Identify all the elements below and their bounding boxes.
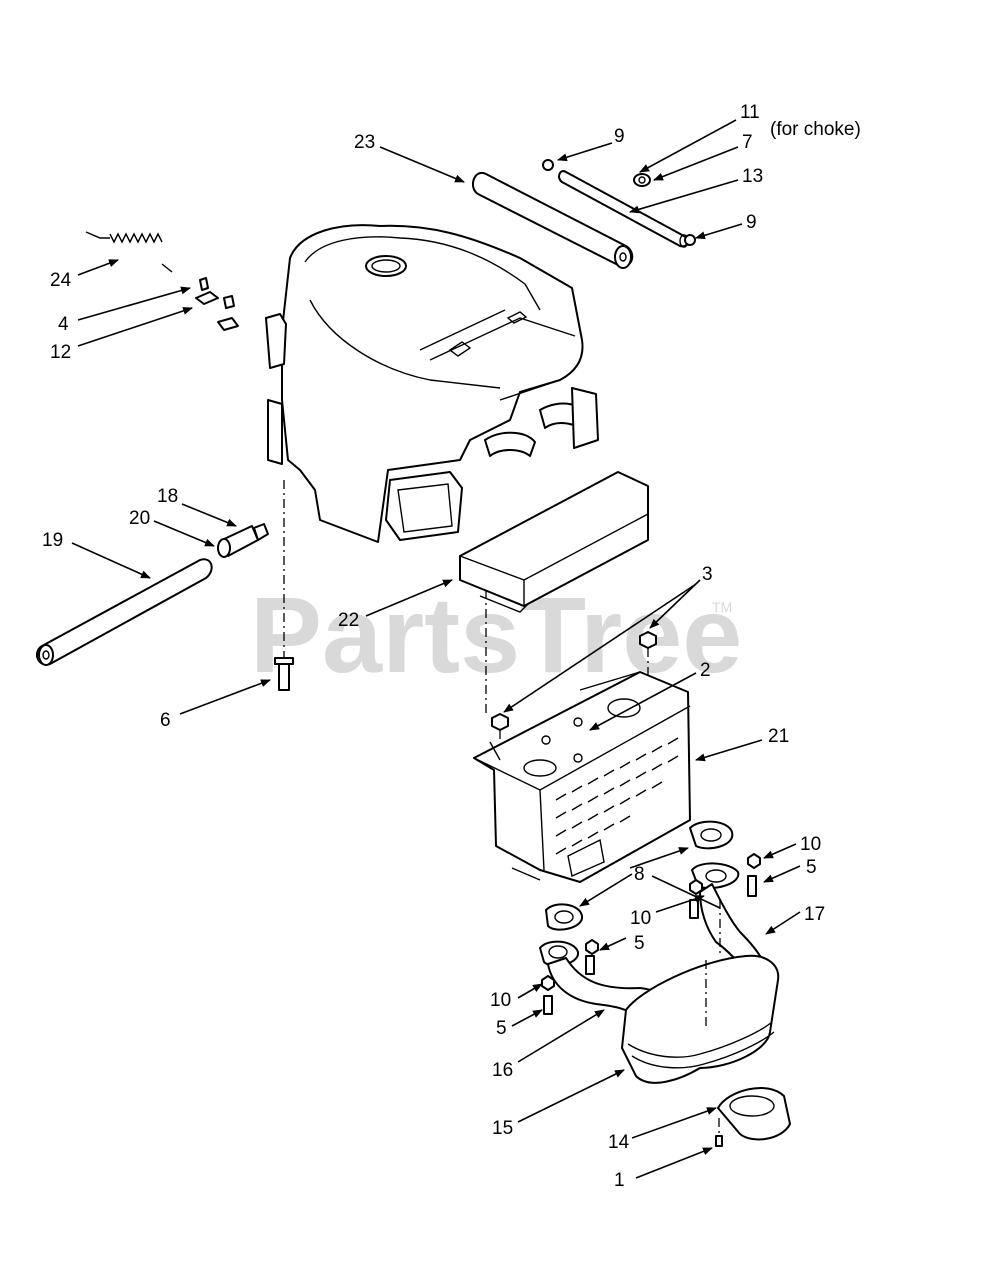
callout-22: 22 <box>338 610 359 631</box>
gaskets-8 <box>539 820 740 967</box>
callout-1: 1 <box>614 1170 625 1191</box>
leader-lines <box>71 119 801 1179</box>
callout-9-right: 9 <box>746 212 757 233</box>
callout-23: 23 <box>354 132 375 153</box>
callout-4: 4 <box>58 314 69 335</box>
callout-20: 20 <box>129 508 150 529</box>
callout-11: 11 <box>740 102 760 123</box>
callout-5-right: 5 <box>806 857 817 878</box>
callout-9-top: 9 <box>614 126 625 147</box>
callout-6: 6 <box>160 710 171 731</box>
callout-17: 17 <box>804 904 825 925</box>
callout-21: 21 <box>768 726 789 747</box>
callout-24: 24 <box>50 270 72 291</box>
watermark-trademark: TM <box>712 599 732 615</box>
bolt-6 <box>274 480 294 691</box>
callout-19: 19 <box>42 530 63 551</box>
callout-2: 2 <box>700 660 711 681</box>
callout-14: 14 <box>608 1132 630 1153</box>
callout-5-middle: 5 <box>634 933 645 954</box>
choke-note: (for choke) <box>770 119 861 140</box>
callout-10-left: 10 <box>490 990 511 1011</box>
bracket-4-12 <box>195 277 239 331</box>
spring-24 <box>85 231 173 273</box>
spark-arrestor-14 <box>715 1087 791 1147</box>
engine-drawing <box>265 224 599 543</box>
muffler-15 <box>621 900 780 1084</box>
callout-5-left: 5 <box>496 1018 507 1039</box>
hose-19 <box>35 558 213 666</box>
muffler-shield-21 <box>473 671 691 883</box>
callout-3: 3 <box>702 564 713 585</box>
fittings-18-20 <box>217 523 269 558</box>
clamps <box>542 159 696 246</box>
callout-13: 13 <box>742 166 763 187</box>
callout-10-middle: 10 <box>630 908 651 929</box>
callout-12: 12 <box>50 342 71 363</box>
fastener-hardware <box>541 853 761 1015</box>
callout-10-right: 10 <box>800 834 821 855</box>
air-deflector-22 <box>459 471 649 613</box>
callout-16: 16 <box>492 1060 513 1081</box>
fuel-line-23 <box>471 171 634 269</box>
callout-labels: 23 9 11 7 13 9 24 4 12 18 20 19 22 3 2 6… <box>42 102 861 1191</box>
callout-18: 18 <box>157 486 178 507</box>
callout-7: 7 <box>742 132 753 153</box>
callout-15: 15 <box>492 1118 513 1139</box>
callout-8: 8 <box>634 864 645 885</box>
